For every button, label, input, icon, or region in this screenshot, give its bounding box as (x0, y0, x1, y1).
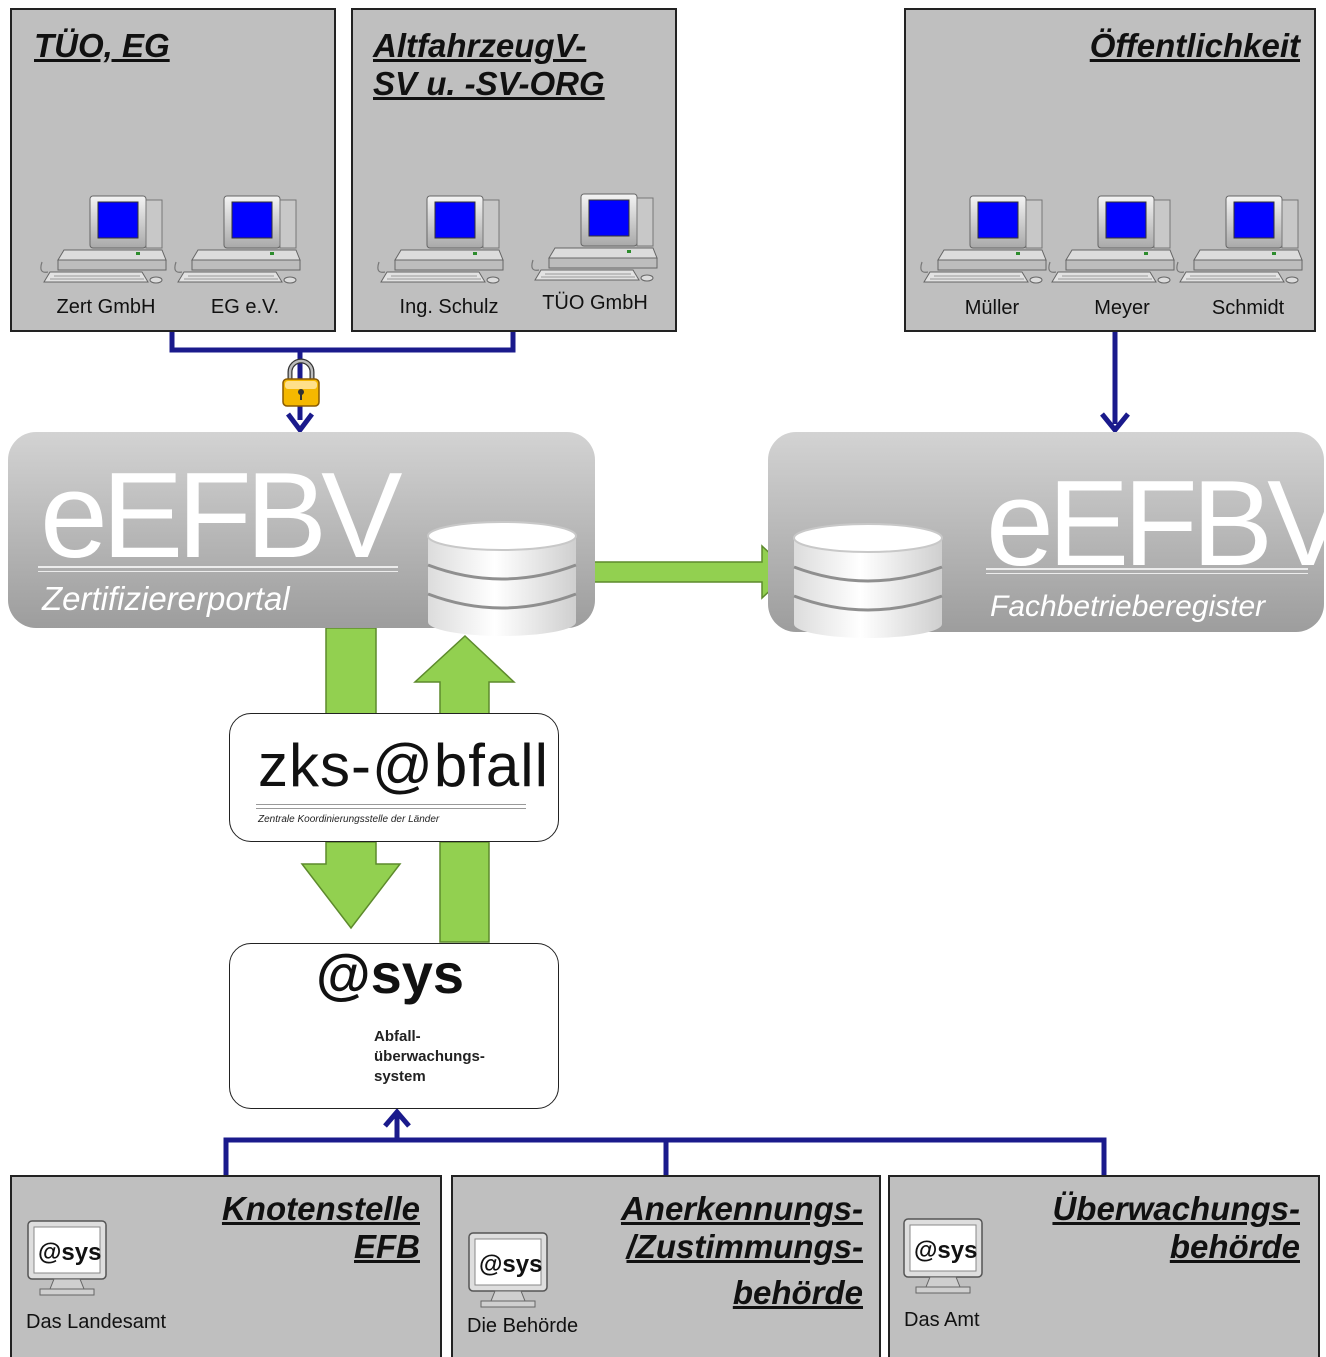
organisation-label: Das Landesamt (26, 1311, 167, 1333)
group-title: /Zustimmungs- (626, 1228, 864, 1265)
group-title: behörde (732, 1274, 863, 1311)
asys-text-line: Abfall- (374, 1028, 421, 1045)
zks-divider (256, 808, 526, 809)
portal-name: eEFBV (986, 455, 1326, 591)
portal-subtitle: Fachbetrieberegister (990, 590, 1266, 623)
group-anerkennungsbehoerde: Anerkennungs- /Zustimmungs- behörde @sys… (451, 1175, 881, 1357)
workstation-label: Meyer (1094, 297, 1150, 319)
group-title: Anerkennungs- (620, 1190, 863, 1227)
arrowhead (1100, 412, 1130, 434)
group-title: EFB (354, 1228, 420, 1265)
connector-line (169, 332, 516, 353)
portal-subtitle: Zertifiziererportal (42, 580, 290, 617)
zks-divider (256, 804, 526, 805)
portal-divider (38, 571, 398, 572)
portal-divider (986, 573, 1308, 574)
flow-arrow-up (413, 634, 516, 715)
group-title: Knotenstelle (221, 1190, 420, 1227)
group-title: TÜO, EG (34, 27, 170, 64)
group-title: Überwachungs- (1052, 1190, 1300, 1227)
portal-divider (986, 568, 1308, 570)
workstation-label: TÜO GmbH (542, 292, 648, 314)
asys-box: @sys Abfall- überwachungs- system (229, 943, 559, 1109)
asys-icon-label: @sys (479, 1251, 543, 1278)
group-title: AltfahrzeugV- (373, 27, 587, 64)
group-title: Öffentlichkeit (1089, 27, 1300, 64)
workstation-label: EG e.V. (210, 296, 280, 318)
zks-logo: zks-@bfall (258, 732, 549, 799)
database-icon (422, 518, 582, 638)
arrowhead (286, 412, 314, 435)
asys-icon-label: @sys (914, 1237, 978, 1264)
asys-text-line: überwachungs- (374, 1048, 485, 1065)
group-tuo-eg: TÜO, EG Zert GmbH EG e.V. (10, 8, 336, 332)
flow-arrow-down (325, 627, 377, 715)
zks-abfall-box: zks-@bfall Zentrale Koordinierungsstelle… (229, 713, 559, 842)
workstation-label: Schmidt (1211, 297, 1285, 319)
asys-icon-label: @sys (38, 1239, 102, 1266)
portal-divider (38, 566, 398, 568)
group-title: behörde (1169, 1228, 1300, 1265)
portal-name: eEFBV (40, 447, 402, 583)
workstation-label: Ing. Schulz (399, 296, 499, 318)
organisation-label: Das Amt (904, 1309, 980, 1331)
asys-text-line: system (374, 1068, 426, 1085)
lock-icon (282, 358, 320, 407)
zks-subtitle: Zentrale Koordinierungsstelle der Länder (258, 814, 440, 825)
group-knotenstelle: Knotenstelle EFB @sys Das Landesamt (10, 1175, 442, 1357)
arrowhead (383, 1108, 411, 1128)
database-icon (788, 520, 948, 640)
workstation-label: Zert GmbH (56, 296, 156, 318)
group-title: SV u. -SV-ORG (373, 65, 605, 102)
flow-arrow-up (439, 841, 490, 943)
group-altfahrzeugv: AltfahrzeugV- SV u. -SV-ORG Ing. Schulz … (351, 8, 677, 332)
asys-logo: @sys (316, 942, 465, 1005)
flow-arrow-down (300, 841, 402, 930)
portal-fachbetrieberegister: eEFBV Fachbetrieberegister (768, 432, 1326, 632)
workstation-label: Müller (964, 297, 1020, 319)
group-oeffentlichkeit: Öffentlichkeit Müller Meyer Schmidt (904, 8, 1316, 332)
group-ueberwachungsbehoerde: Überwachungs- behörde @sys Das Amt (888, 1175, 1320, 1357)
organisation-label: Die Behörde (467, 1315, 579, 1337)
portal-zertifiziererportal: eEFBV Zertifiziererportal (8, 432, 595, 628)
flow-arrow-right (581, 544, 792, 600)
